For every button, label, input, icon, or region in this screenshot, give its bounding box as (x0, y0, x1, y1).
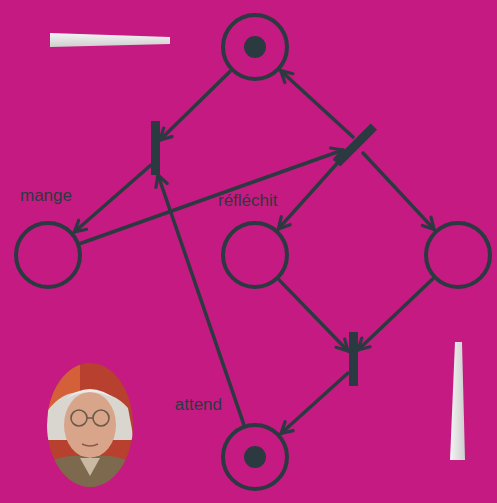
portrait-photo (40, 360, 140, 490)
chopstick (50, 33, 170, 47)
place-ring (223, 15, 287, 79)
token-dot (244, 446, 266, 468)
place-ring (426, 223, 490, 287)
place-outline (221, 13, 289, 81)
arc-arrow (363, 153, 434, 229)
place-circle (221, 13, 289, 81)
arc-arrow (160, 71, 230, 140)
place-ring (223, 425, 287, 489)
place-ring (223, 223, 287, 287)
chopstick (450, 342, 465, 460)
arc-arrow (81, 150, 343, 243)
place-circle: réfléchit (221, 221, 289, 289)
place-label: mange (20, 186, 72, 206)
place-outline (14, 221, 82, 289)
place-outline (221, 221, 289, 289)
arc-arrow (281, 71, 353, 137)
token-dot (244, 36, 266, 58)
arc-arrow (281, 373, 348, 434)
place-ring (16, 223, 80, 287)
arc-arrow (358, 279, 433, 350)
place-label: attend (175, 395, 222, 415)
transition-bar (349, 332, 358, 386)
arc-arrow (278, 158, 342, 229)
place-circle: attend (221, 423, 289, 491)
place-circle: mange (14, 221, 82, 289)
arc-arrow (279, 280, 348, 351)
place-circle (424, 221, 492, 289)
arc-arrow (158, 175, 244, 424)
place-outline (221, 423, 289, 491)
transition-bar (151, 121, 160, 175)
place-label: réfléchit (218, 191, 278, 211)
place-outline (424, 221, 492, 289)
